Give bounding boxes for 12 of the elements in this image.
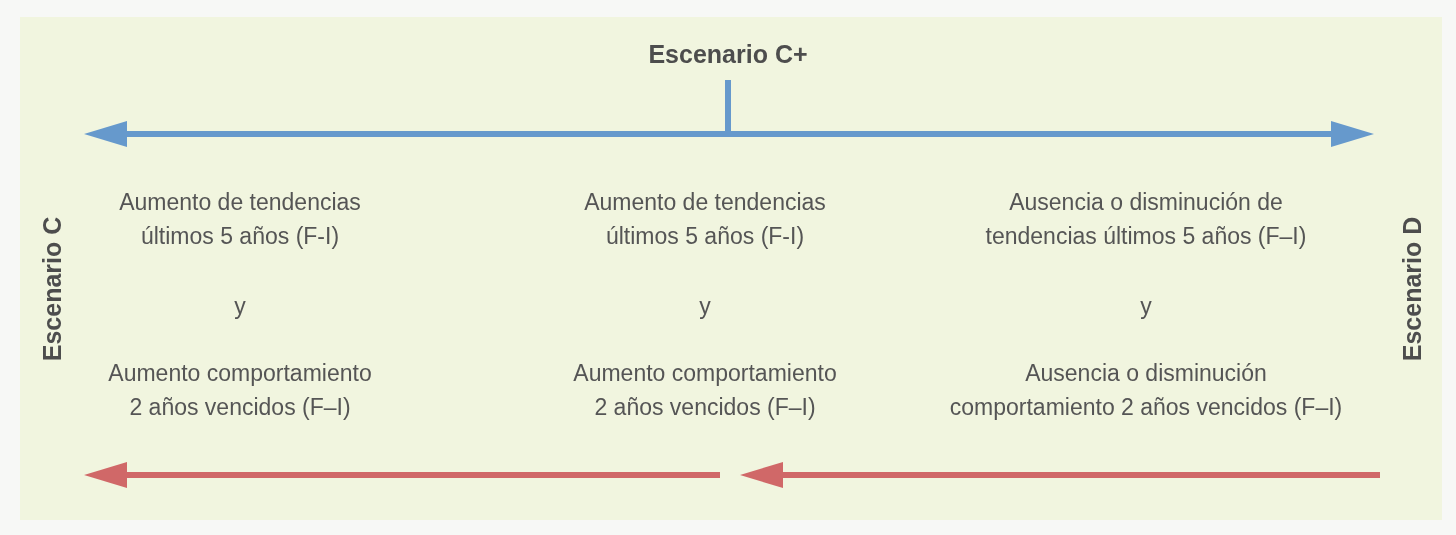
connector-word: y <box>233 292 247 321</box>
scenario-label: Escenario C <box>37 216 67 362</box>
connector-word: y <box>698 292 712 321</box>
condition-text: Aumento de tendencias últimos 5 años (F-I) <box>583 188 827 251</box>
condition-text: Ausencia o disminución comportamiento 2 años vencidos (F–I) <box>948 359 1344 422</box>
condition-text: Aumento comportamiento 2 años vencidos (F–I) <box>107 359 373 422</box>
condition-text: Aumento de tendencias últimos 5 años (F-I) <box>118 188 362 251</box>
scenario-label: Escenario D <box>1397 216 1427 362</box>
connector-word: y <box>1139 292 1153 321</box>
condition-text: Ausencia o disminución de tendencias últimos 5 años (F–I) <box>984 188 1308 251</box>
condition-text: Aumento comportamiento 2 años vencidos (F–I) <box>572 359 838 422</box>
heading: Escenario C+ <box>647 40 809 69</box>
